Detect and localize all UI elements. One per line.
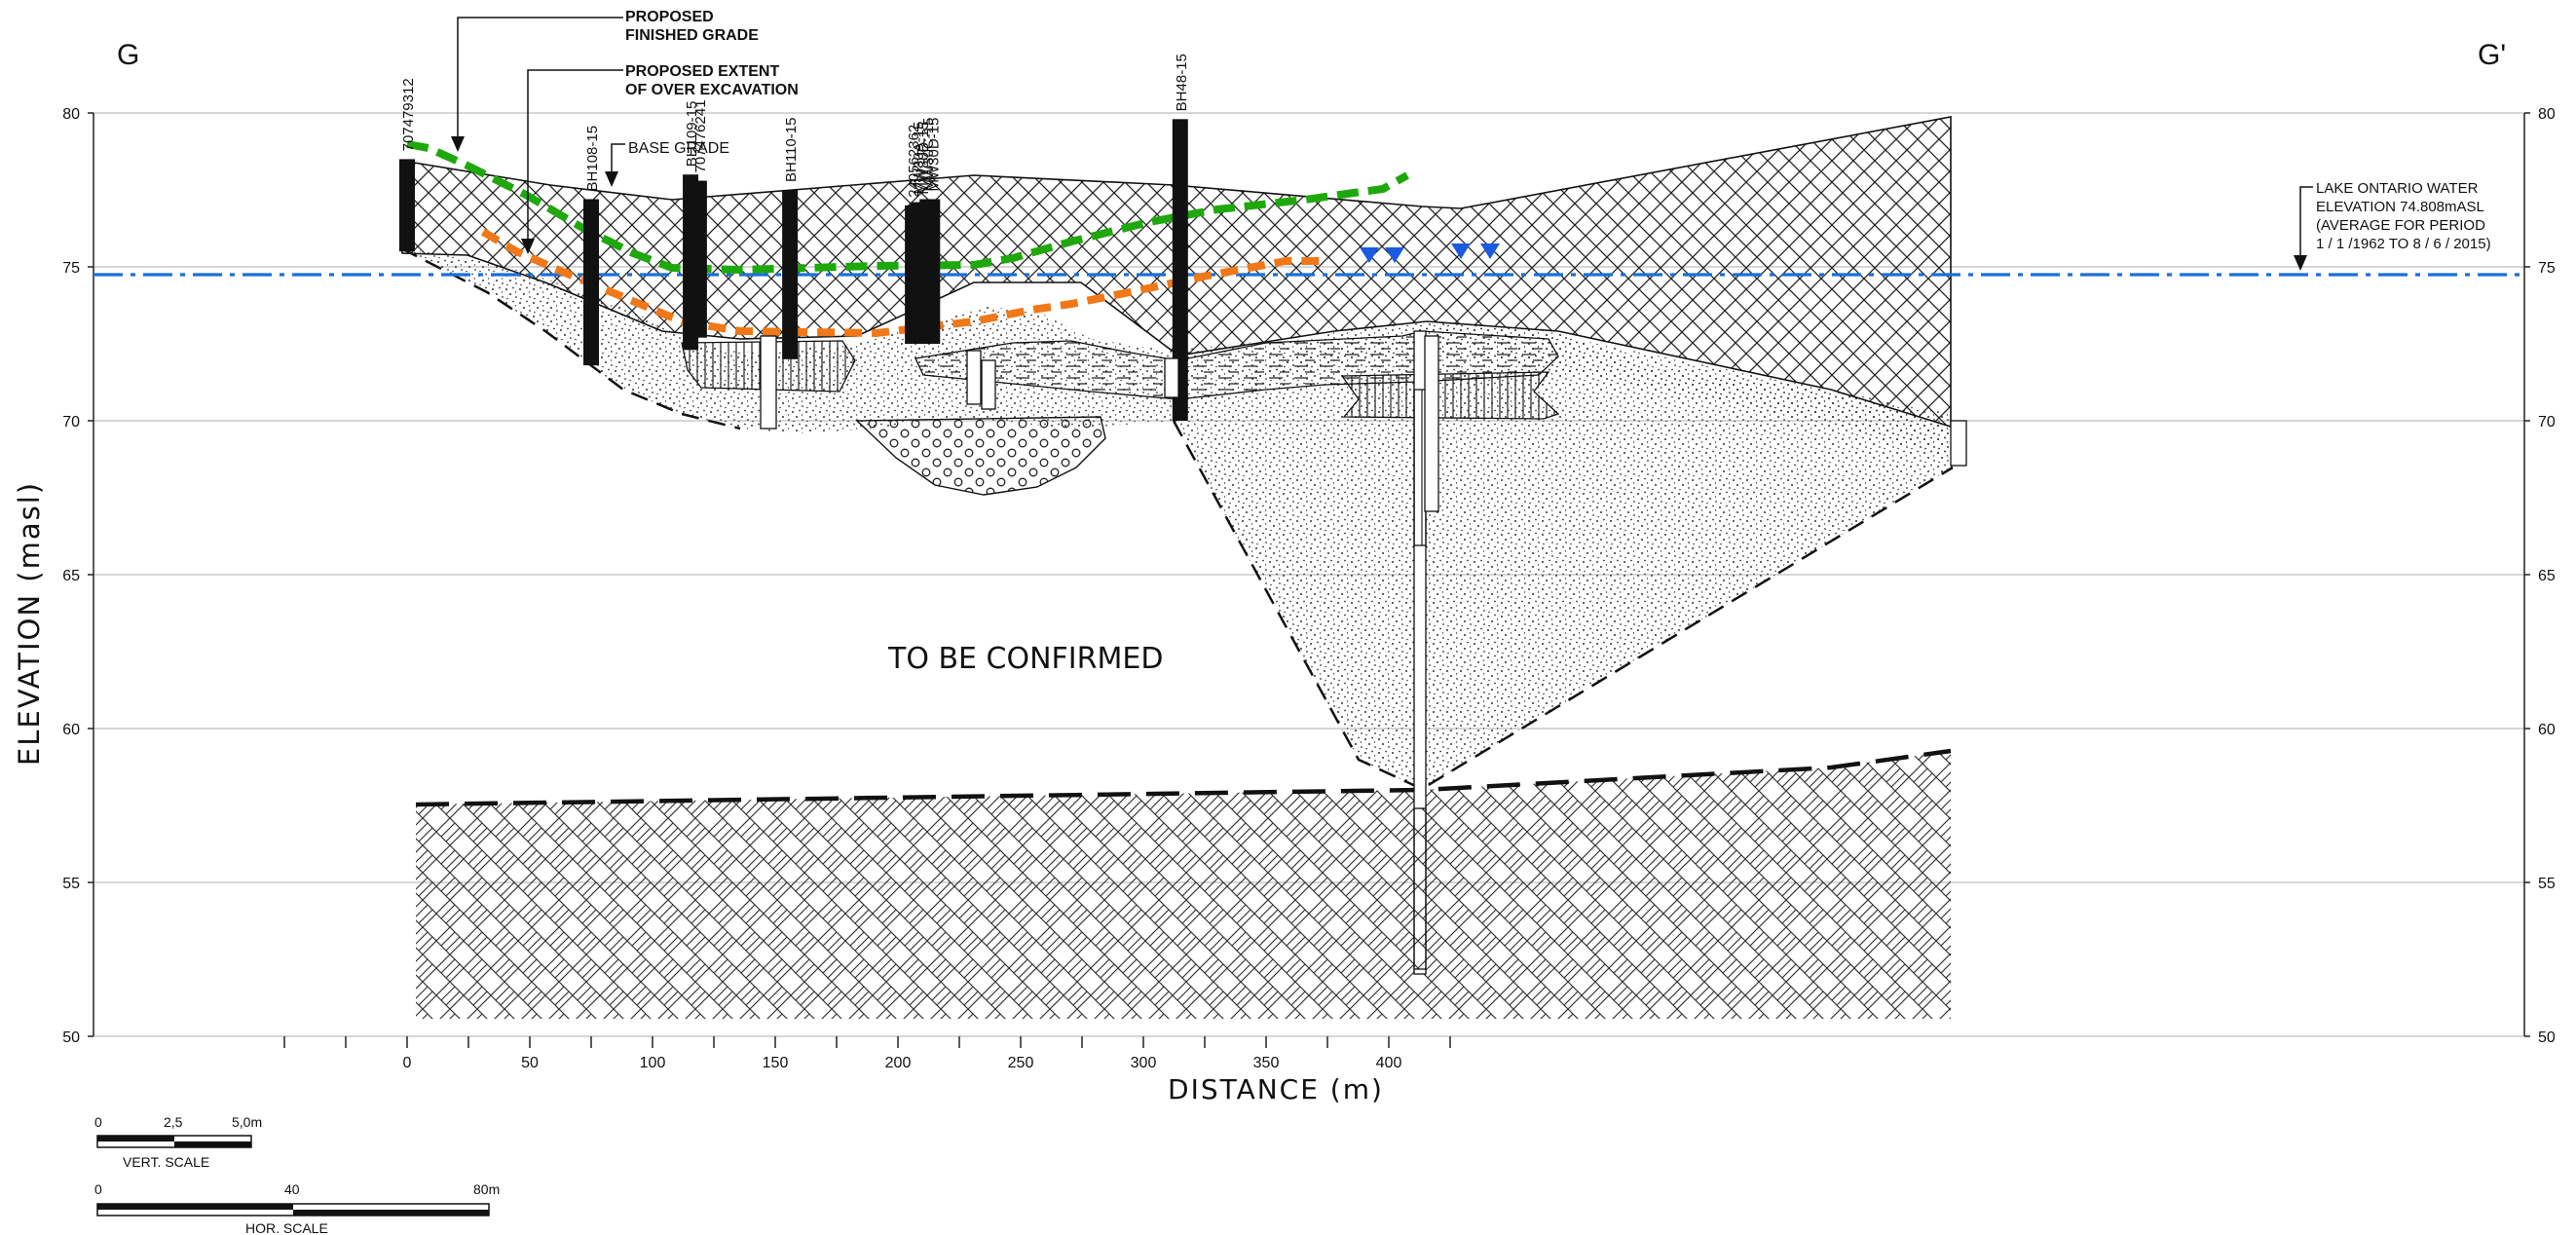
base-grade-callout: BASE GRADE [605,140,729,187]
borehole-label: 240562362 [906,125,922,198]
hor-scale-label-2: 80m [473,1181,500,1197]
x-tick-label: 400 [1376,1055,1402,1071]
y-tick-label-left: 50 [62,1029,80,1046]
vert-scale-label-1: 2,5 [164,1114,183,1130]
finished-grade-label-1: PROPOSED [625,9,714,25]
x-axis-title: DISTANCE (m) [1168,1073,1384,1105]
x-tick-label: 250 [1008,1055,1034,1071]
lake-label-4: 1 / 1 /1962 TO 8 / 6 / 2015) [2316,236,2491,252]
y-tick-label-left: 80 [62,106,80,123]
over-excavation-line [480,228,1325,338]
borehole-label: BH109-15 [684,101,700,168]
x-axis: 0 50 100 150 200 250 300 350 400 [283,1036,1451,1071]
x-tick-label: 200 [885,1055,912,1071]
base-grade-label: BASE GRADE [628,140,729,157]
y-axis-left: 80 75 70 65 60 55 50 [62,106,93,1046]
over-excavation-label-1: PROPOSED EXTENT [625,63,779,80]
hor-scale-label-0: 0 [94,1181,102,1197]
finished-grade-callout: PROPOSED FINISHED GRADE [451,9,759,152]
x-tick-label: 350 [1253,1055,1280,1071]
finished-grade-label-2: FINISHED GRADE [625,27,759,44]
borehole-column [924,199,941,344]
clay-lens [915,330,1559,400]
x-tick-label: 0 [403,1055,412,1071]
y-tick-label-left: 70 [62,414,80,430]
lake-elevation-callout: LAKE ONTARIO WATER ELEVATION 74.808mASL … [2294,180,2491,271]
borehole-label: BH108-15 [584,126,601,192]
y-tick-label-right: 65 [2538,568,2556,584]
bedrock-unit [415,748,1952,1019]
borehole-column [1172,119,1188,421]
y-tick-label-left: 60 [62,722,80,738]
borehole-column [399,159,415,252]
hor-scale-title: HOR. SCALE [245,1220,328,1235]
y-tick-label-right: 75 [2538,260,2556,277]
borehole-label: 707476241 [692,99,709,172]
borehole-label: MW30C-15 [920,118,937,192]
y-tick-label-right: 80 [2538,106,2556,123]
vert-scale-title: VERT. SCALE [123,1154,209,1170]
lake-label-3: (AVERAGE FOR PERIOD [2316,217,2485,234]
x-tick-label: 50 [521,1055,539,1071]
y-axis-right: 80 75 70 65 60 55 50 [2524,106,2556,1046]
vert-scale-label-2: 5,0m [232,1114,262,1130]
borehole-label: MW30A-15 [911,122,927,195]
x-tick-label: 300 [1131,1055,1157,1071]
hor-scale-label-1: 40 [284,1181,300,1197]
section-left-label: G [117,39,139,71]
y-tick-label-left: 55 [62,876,80,892]
y-axis-title: ELEVATION (masl) [13,481,46,766]
y-tick-label-right: 50 [2538,1029,2556,1046]
vert-scale-label-0: 0 [94,1114,102,1130]
borehole-label: 707479312 [400,78,417,151]
borehole-label: BH110-15 [783,118,800,182]
y-tick-label-right: 70 [2538,414,2556,430]
lake-label-2: ELEVATION 74.808mASL [2316,199,2484,215]
x-tick-label: 100 [640,1055,666,1071]
y-tick-label-right: 60 [2538,722,2556,738]
borehole-label: MW30B-15 [915,122,932,195]
borehole-label: BH48-15 [1174,54,1190,111]
borehole-column [691,180,707,338]
horizontal-scale-bar: 0 40 80m HOR. SCALE [94,1181,500,1235]
to-be-confirmed-note: TO BE CONFIRMED [887,642,1163,676]
borehole-column [583,199,599,366]
over-excavation-label-2: OF OVER EXCAVATION [625,82,799,98]
borehole-label: MW30D-15 [925,118,942,192]
borehole-column [782,190,799,359]
y-tick-label-left: 65 [62,568,80,584]
gravel-lens [855,416,1106,496]
x-tick-label: 150 [763,1055,789,1071]
over-excavation-callout: PROPOSED EXTENT OF OVER EXCAVATION [521,63,799,254]
vertical-scale-bar: 0 2,5 5,0m VERT. SCALE [94,1114,262,1170]
monitoring-well-casing [760,330,1967,975]
lake-label-1: LAKE ONTARIO WATER [2316,180,2479,197]
y-tick-label-left: 75 [62,260,80,277]
water-level-markers [1360,243,1500,263]
section-right-label: G' [2478,39,2506,71]
y-tick-label-right: 55 [2538,876,2556,892]
